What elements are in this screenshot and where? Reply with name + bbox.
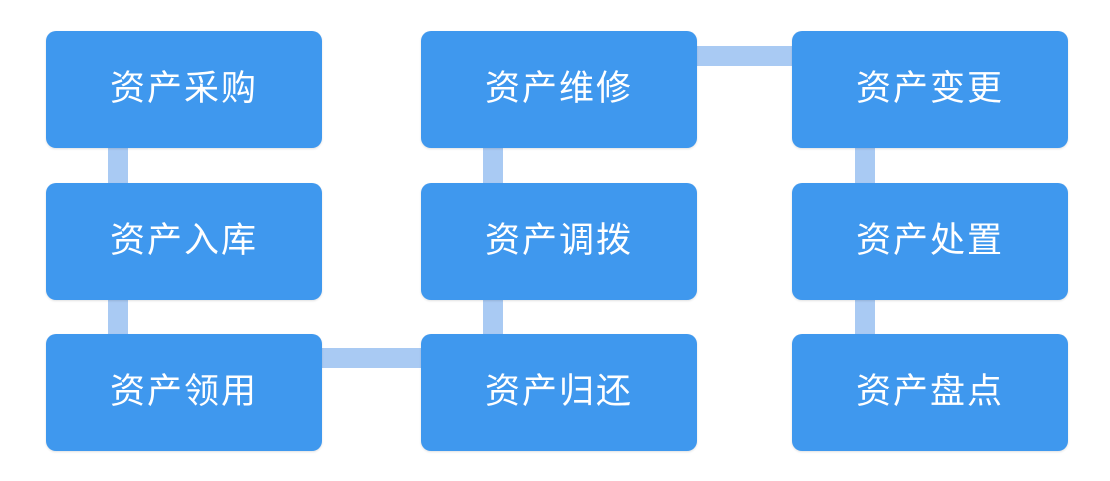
step-asset-return: 资产归还 [421, 334, 697, 451]
connector-change-to-disposal [855, 147, 875, 185]
step-label: 资产维修 [484, 69, 633, 109]
step-label: 资产领用 [109, 372, 258, 412]
step-label: 资产入库 [109, 221, 258, 261]
step-asset-purchase: 资产采购 [46, 31, 322, 148]
step-label: 资产处置 [855, 221, 1004, 261]
step-asset-change: 资产变更 [792, 31, 1068, 148]
connector-return-to-transfer [483, 298, 503, 336]
step-label: 资产变更 [855, 69, 1004, 109]
step-asset-checkout: 资产领用 [46, 334, 322, 451]
step-asset-transfer: 资产调拨 [421, 183, 697, 300]
connector-purchase-to-stock-in [108, 147, 128, 185]
connector-disposal-to-inventory [855, 298, 875, 336]
step-label: 资产归还 [484, 372, 633, 412]
connector-repair-to-change [697, 46, 794, 66]
step-label: 资产盘点 [855, 372, 1004, 412]
connector-transfer-to-repair [483, 147, 503, 185]
step-label: 资产调拨 [484, 221, 633, 261]
step-asset-stock-in: 资产入库 [46, 183, 322, 300]
connector-stock-in-to-checkout [108, 298, 128, 336]
step-asset-repair: 资产维修 [421, 31, 697, 148]
step-asset-inventory: 资产盘点 [792, 334, 1068, 451]
step-label: 资产采购 [109, 69, 258, 109]
connector-checkout-to-return [322, 348, 422, 368]
step-asset-disposal: 资产处置 [792, 183, 1068, 300]
